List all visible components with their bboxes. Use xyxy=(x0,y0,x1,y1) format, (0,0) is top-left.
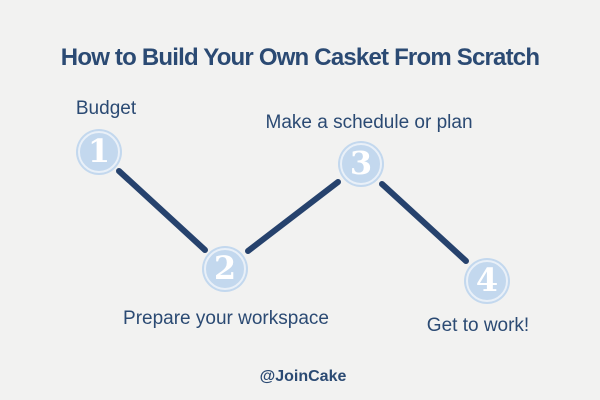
step-2-number: 2 xyxy=(213,249,237,287)
connector-line-2-3 xyxy=(245,179,341,254)
step-2-label: Prepare your workspace xyxy=(123,308,329,329)
step-3-number: 3 xyxy=(349,144,373,182)
step-4-circle: 4 xyxy=(464,258,510,304)
connector-line-1-2 xyxy=(116,168,208,253)
step-1-number: 1 xyxy=(87,132,111,170)
step-4-number: 4 xyxy=(475,261,499,299)
step-3-label: Make a schedule or plan xyxy=(265,112,473,133)
step-3-circle: 3 xyxy=(338,141,384,187)
page-title: How to Build Your Own Casket From Scratc… xyxy=(60,44,540,71)
step-1-label: Budget xyxy=(75,98,137,119)
step-1-circle: 1 xyxy=(76,129,122,175)
step-4-label: Get to work! xyxy=(426,315,530,336)
connector-line-3-4 xyxy=(379,181,469,264)
brand-handle: @JoinCake xyxy=(259,368,347,385)
step-2-circle: 2 xyxy=(202,246,248,292)
